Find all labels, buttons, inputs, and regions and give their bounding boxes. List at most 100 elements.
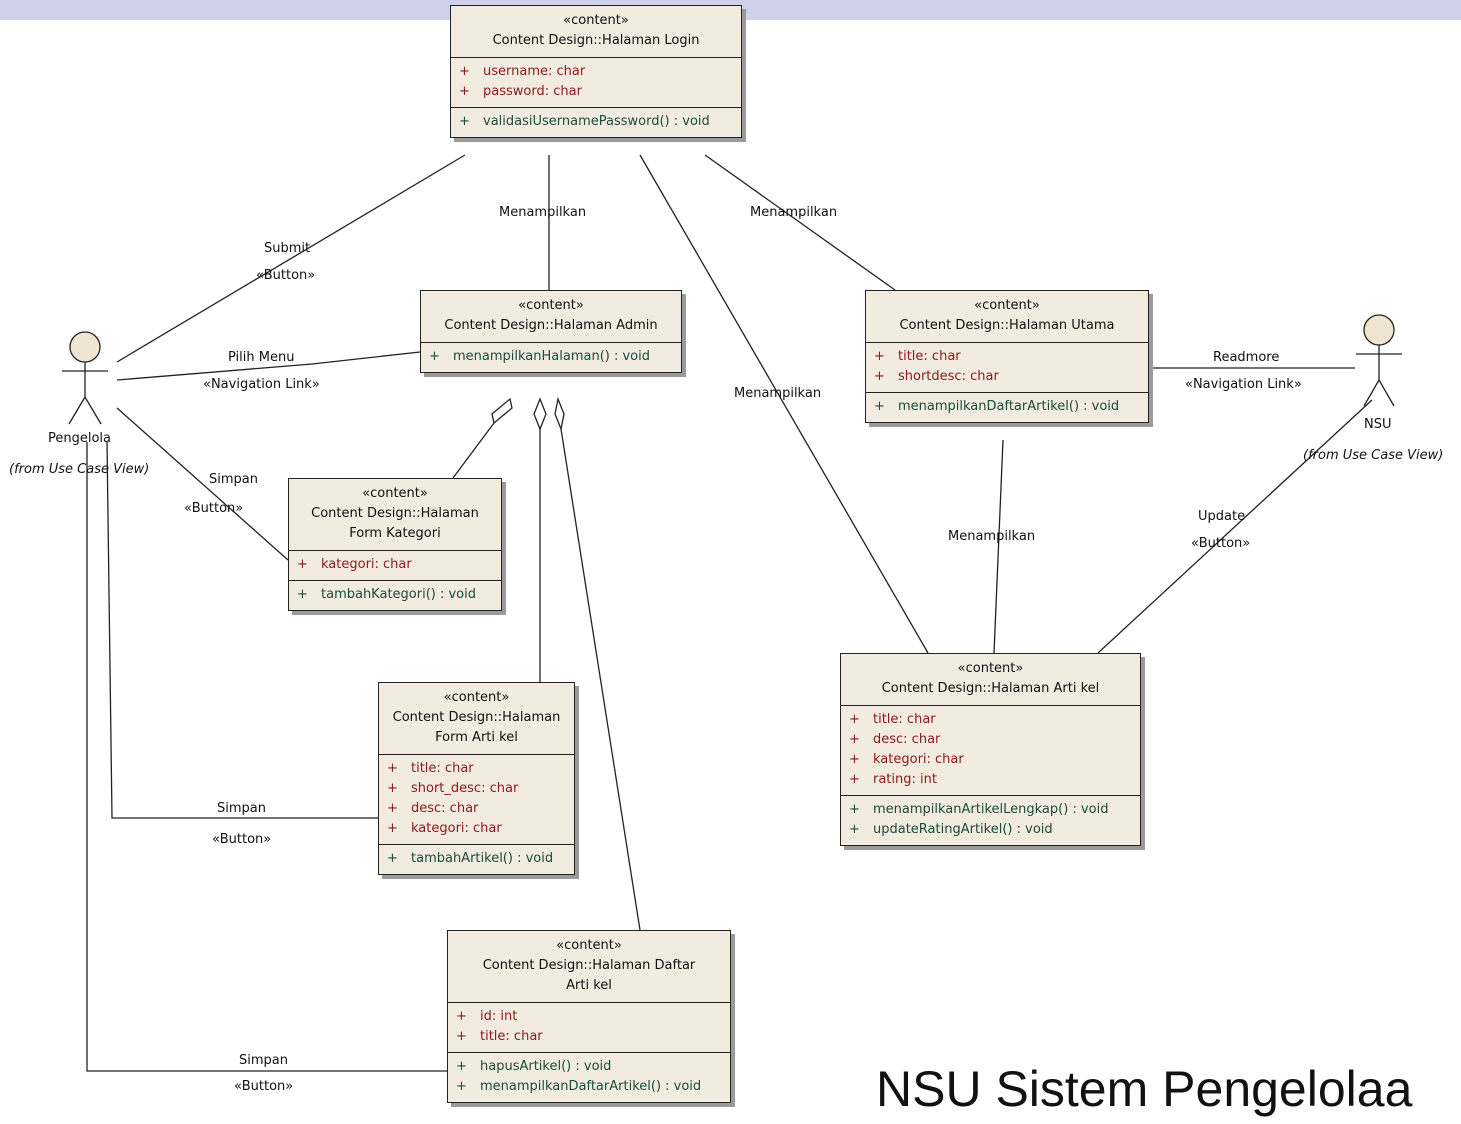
attribute-text: title: char: [873, 712, 936, 727]
label-menampilkan-admin: Menampilkan: [499, 205, 586, 220]
label-update-stereo: «Button»: [1191, 536, 1250, 551]
attribute-text: title: char: [898, 349, 961, 364]
link-pengelola-admin: [116, 351, 421, 381]
visibility-marker: +: [874, 369, 885, 384]
class-operations: + menampilkanHalaman() : void: [421, 343, 681, 372]
attribute-row: +id: int: [456, 1007, 722, 1027]
label-readmore: Readmore: [1213, 350, 1279, 365]
class-name: Content Design::Halaman Utama: [899, 318, 1115, 333]
actor-pengelola-label[interactable]: Pengelola: [48, 431, 112, 446]
operation-row: + hapusArtikel() : void: [456, 1057, 722, 1077]
attribute-text: kategori: char: [873, 752, 964, 767]
link-pengelola-form-artikel: [106, 441, 378, 819]
class-attributes: + title: char + short_desc: char +desc: ch…: [379, 755, 574, 845]
class-header: «content» Content Design::Halaman Admin: [421, 291, 681, 343]
attribute-row: +password: char: [459, 82, 733, 102]
label-readmore-stereo: «Navigation Link»: [1185, 377, 1302, 392]
attribute-text: desc: char: [873, 732, 941, 747]
label-menampilkan-daftar: Menampilkan: [734, 386, 821, 401]
link-nsu-artikel: [1097, 399, 1373, 654]
label-menampilkan-artikel: Menampilkan: [948, 529, 1035, 544]
attribute-row: + kategori: char: [849, 750, 1132, 770]
actor-nsu-label[interactable]: NSU: [1364, 417, 1392, 432]
class-halaman-login[interactable]: «content» Content Design::Halaman Login …: [450, 5, 742, 138]
class-name-line-2: Form Arti kel: [435, 730, 518, 745]
attribute-text: shortdesc: char: [898, 369, 999, 384]
class-attributes: +title: char +shortdesc: char: [866, 343, 1148, 393]
operation-row: +tambahKategori() : void: [297, 585, 493, 605]
class-operations: +validasiUsernamePassword() : void: [451, 108, 741, 137]
class-halaman-artikel[interactable]: «content» Content Design::Halaman Arti k…: [840, 653, 1141, 846]
label-menampilkan-utama: Menampilkan: [750, 205, 837, 220]
attribute-row: +desc: char: [387, 799, 566, 819]
operation-text: menampilkanHalaman() : void: [453, 349, 650, 364]
class-halaman-daftar-artikel[interactable]: «content» Content Design::Halaman Daftar…: [447, 930, 731, 1103]
attribute-text: desc: char: [411, 801, 479, 816]
class-header: «content» Content Design::Halaman Arti k…: [841, 654, 1140, 706]
visibility-marker: +: [849, 822, 860, 837]
visibility-marker: +: [849, 732, 860, 747]
class-stereotype: «content»: [518, 298, 584, 313]
label-simpan-daftar-stereo: «Button»: [234, 1079, 293, 1094]
class-attributes: +id: int +title: char: [448, 1003, 730, 1053]
visibility-marker: +: [387, 821, 398, 836]
visibility-marker: +: [456, 1079, 467, 1094]
agg-line-kategori: [452, 422, 495, 479]
link-pengelola-login: [116, 154, 466, 363]
operation-text: hapusArtikel() : void: [480, 1059, 612, 1074]
operation-row: +validasiUsernamePassword() : void: [459, 112, 733, 132]
operation-row: +menampilkanDaftarArtikel() : void: [874, 397, 1140, 417]
visibility-marker: +: [849, 752, 860, 767]
class-header: «content» Content Design::Halaman Form K…: [289, 479, 501, 551]
attribute-text: title: char: [411, 761, 474, 776]
link-utama-artikel: [993, 439, 1004, 654]
operation-text: tambahArtikel() : void: [411, 851, 554, 866]
label-simpan-kategori: Simpan: [209, 472, 258, 487]
label-pilih-menu-stereo: «Navigation Link»: [203, 377, 320, 392]
visibility-marker: +: [387, 781, 398, 796]
class-stereotype: «content»: [443, 690, 510, 705]
visibility-marker: +: [849, 802, 860, 817]
operation-row: + menampilkanArtikelLengkap() : void: [849, 800, 1132, 820]
attribute-row: +kategori: char: [297, 555, 493, 575]
attribute-text: password: char: [483, 84, 582, 99]
attribute-text: username: char: [483, 64, 586, 79]
attribute-row: +kategori: char: [387, 819, 566, 839]
class-name: Content Design::Halaman Arti kel: [881, 681, 1100, 696]
class-halaman-form-artikel[interactable]: «content» Content Design::Halaman Form A…: [378, 682, 575, 875]
class-name-line-1: Content Design::Halaman Daftar: [482, 958, 696, 973]
class-stereotype: «content»: [974, 298, 1040, 313]
actor-head: [69, 331, 101, 363]
visibility-marker: +: [456, 1059, 467, 1074]
visibility-marker: +: [429, 349, 440, 364]
class-stereotype: «content»: [563, 13, 629, 28]
label-simpan-kategori-stereo: «Button»: [184, 501, 243, 516]
attribute-text: short_desc: char: [411, 781, 519, 796]
operation-row: +updateRatingArtikel() : void: [849, 820, 1132, 840]
attribute-row: + short_desc: char: [387, 779, 566, 799]
attribute-text: kategori: char: [321, 557, 412, 572]
class-halaman-utama[interactable]: «content» Content Design::Halaman Utama …: [865, 290, 1149, 423]
label-update: Update: [1198, 509, 1245, 524]
label-simpan-daftar: Simpan: [239, 1053, 288, 1068]
class-name: Content Design::Halaman Admin: [444, 318, 658, 333]
class-operations: +tambahArtikel() : void: [379, 845, 574, 874]
label-simpan-form-artikel-stereo: «Button»: [212, 832, 271, 847]
actor-nsu-from: (from Use Case View): [1303, 448, 1444, 463]
visibility-marker: +: [849, 712, 860, 727]
class-operations: + hapusArtikel() : void +menampilkanDafta…: [448, 1053, 730, 1102]
attribute-text: title: char: [480, 1029, 543, 1044]
visibility-marker: +: [456, 1009, 467, 1024]
class-attributes: +kategori: char: [289, 551, 501, 581]
class-operations: + menampilkanArtikelLengkap() : void +upd…: [841, 796, 1140, 845]
attribute-row: +username: char: [459, 62, 733, 82]
attribute-row: +title: char: [456, 1027, 722, 1047]
operation-row: +menampilkanDaftarArtikel() : void: [456, 1077, 722, 1097]
class-halaman-form-kategori[interactable]: «content» Content Design::Halaman Form K…: [288, 478, 502, 611]
operation-text: menampilkanArtikelLengkap() : void: [873, 802, 1109, 817]
link-pengelola-kategori: [116, 407, 289, 561]
class-name-line-1: Content Design::Halaman: [311, 506, 479, 521]
label-submit: Submit: [264, 241, 310, 256]
class-halaman-admin[interactable]: «content» Content Design::Halaman Admin …: [420, 290, 682, 373]
class-name-line-2: Arti kel: [566, 978, 612, 993]
